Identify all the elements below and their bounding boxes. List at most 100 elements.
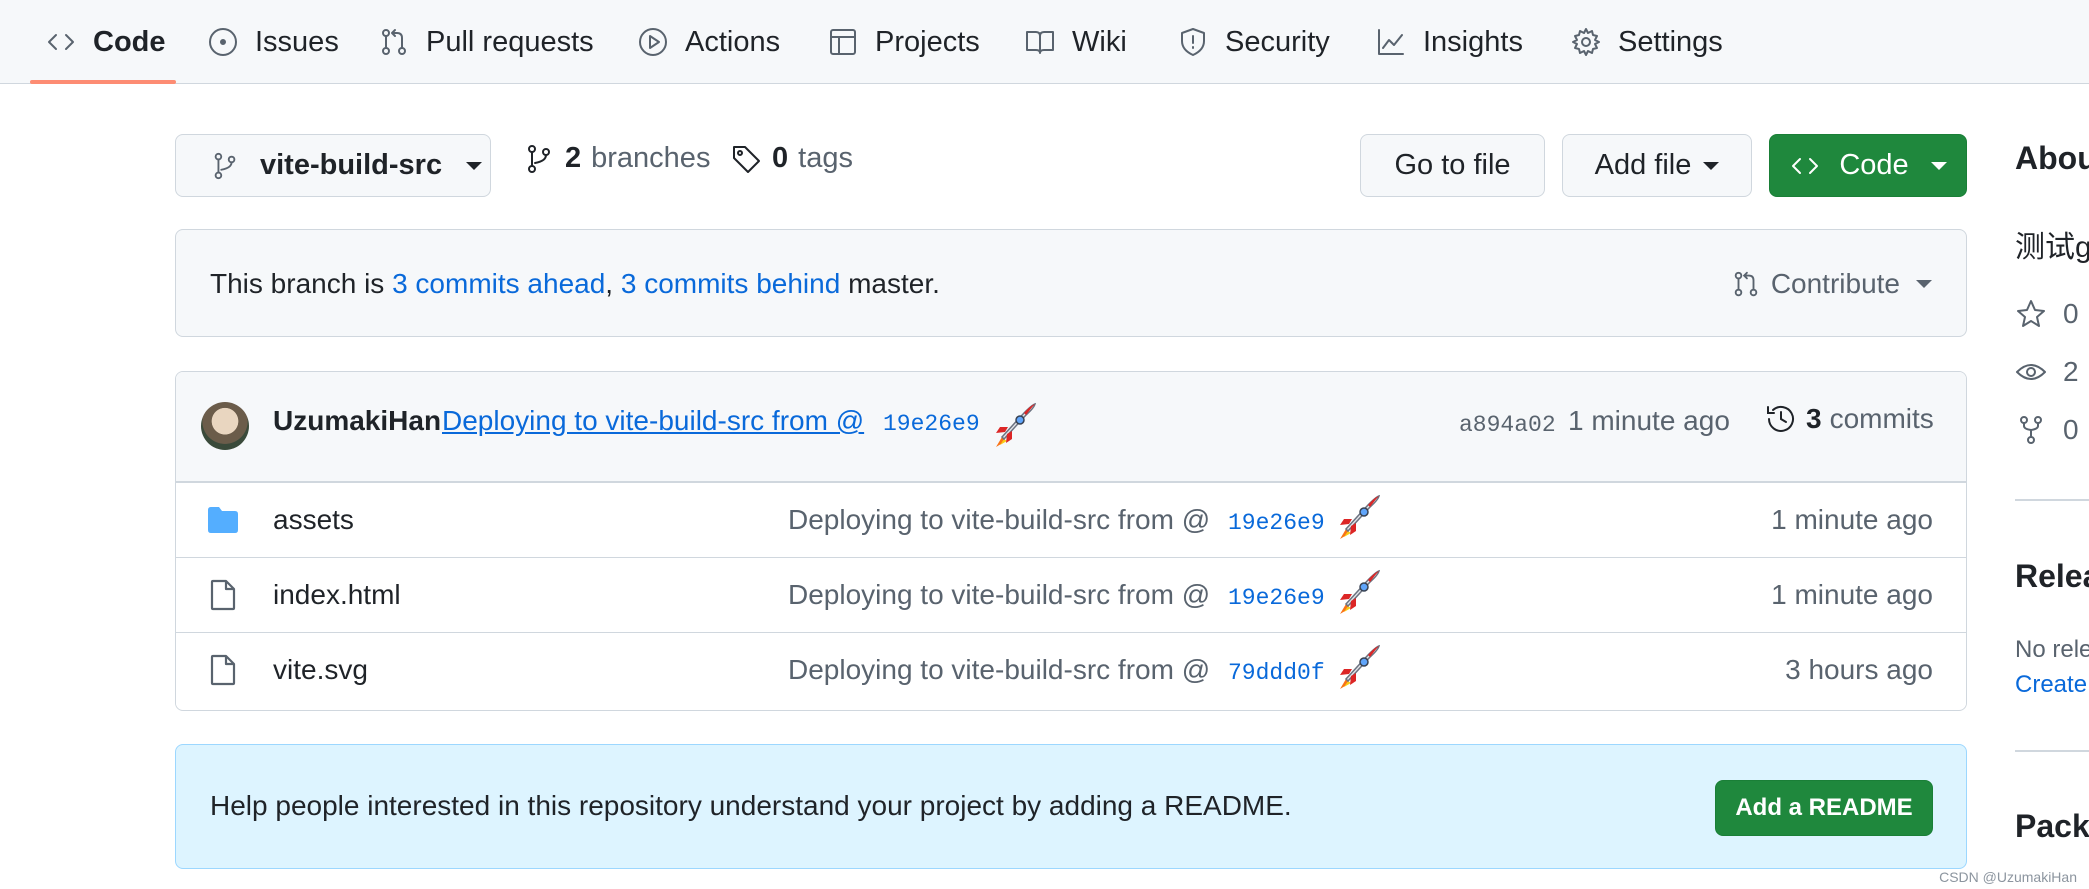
sidebar-divider <box>2015 499 2089 501</box>
stars-link[interactable]: 0 <box>2015 298 2079 330</box>
file-commit-message[interactable]: Deploying to vite-build-src from @ <box>788 579 1211 610</box>
tab-issues-label: Issues <box>255 25 339 58</box>
file-commit-time: 1 minute ago <box>1771 579 1933 610</box>
add-readme-button[interactable]: Add a README <box>1715 780 1933 836</box>
tags-link[interactable]: 0 tags <box>730 142 853 175</box>
commits-history-link[interactable]: 3 commits <box>1764 402 1934 436</box>
contribute-dropdown[interactable]: Contribute <box>1731 230 1932 338</box>
file-commit-message[interactable]: Deploying to vite-build-src from @ <box>788 504 1211 535</box>
stars-count: 0 <box>2063 298 2079 329</box>
git-branch-icon <box>528 144 550 173</box>
shield-icon <box>1181 28 1205 56</box>
file-name-link[interactable]: index.html <box>273 579 401 610</box>
tab-insights[interactable]: Insights <box>1375 0 1523 84</box>
commit-message-sha[interactable]: 19e26e9 <box>883 411 980 437</box>
rocket-emoji-icon <box>996 402 1037 447</box>
table-row[interactable]: index.html Deploying to vite-build-src f… <box>176 557 1966 632</box>
code-dropdown-button[interactable]: Code <box>1769 134 1967 197</box>
about-sidebar: Abou 测试g 0 2 0 Relea No rele Create Pack… <box>2015 0 2089 889</box>
create-release-link[interactable]: Create <box>2015 671 2088 698</box>
commit-time: 1 minute ago <box>1568 405 1730 436</box>
file-commit-time: 3 hours ago <box>1785 654 1933 685</box>
file-icon <box>210 579 236 611</box>
gear-icon <box>1572 28 1600 56</box>
tab-code-label: Code <box>93 25 166 58</box>
git-branch-icon <box>214 152 236 179</box>
file-table: UzumakiHan Deploying to vite-build-src f… <box>175 371 1967 711</box>
commit-message-link[interactable]: Deploying to vite-build-src from @ <box>442 405 865 436</box>
tab-projects-label: Projects <box>875 25 980 58</box>
add-file-button[interactable]: Add file <box>1562 134 1752 197</box>
readme-banner-text: Help people interested in this repositor… <box>210 790 1292 821</box>
about-heading: Abou <box>2015 140 2089 176</box>
file-commit-sha[interactable]: 79ddd0f <box>1228 660 1325 686</box>
chevron-down-icon <box>1930 161 1947 170</box>
tab-settings[interactable]: Settings <box>1570 0 1723 84</box>
watermark: CSDN @UzumakiHan <box>1939 869 2077 885</box>
tab-projects[interactable]: Projects <box>827 0 980 84</box>
branches-link[interactable]: 2 branches <box>523 142 710 175</box>
releases-heading[interactable]: Relea <box>2015 558 2089 594</box>
commits-ahead-link[interactable]: 3 commits ahead <box>392 268 606 299</box>
add-file-label: Add file <box>1594 149 1692 181</box>
table-row[interactable]: assets Deploying to vite-build-src from … <box>176 482 1966 557</box>
watchers-link[interactable]: 2 <box>2015 356 2079 388</box>
code-button-label: Code <box>1839 149 1909 181</box>
table-row[interactable]: vite.svg Deploying to vite-build-src fro… <box>176 632 1966 707</box>
commit-sha[interactable]: a894a02 <box>1459 412 1556 438</box>
repo-description: 测试g <box>2015 231 2089 264</box>
chevron-down-icon <box>1703 161 1720 170</box>
commits-behind-link[interactable]: 3 commits behind <box>620 268 841 299</box>
file-commit-message[interactable]: Deploying to vite-build-src from @ <box>788 654 1211 685</box>
file-name-link[interactable]: vite.svg <box>273 654 368 685</box>
branch-status-prefix: This branch is <box>210 268 393 299</box>
tab-wiki-label: Wiki <box>1072 25 1127 58</box>
tab-issues[interactable]: Issues <box>207 0 339 84</box>
branch-name: vite-build-src <box>260 149 443 181</box>
file-commit-sha[interactable]: 19e26e9 <box>1228 510 1325 536</box>
file-commit-sha[interactable]: 19e26e9 <box>1228 585 1325 611</box>
tab-security-label: Security <box>1225 25 1330 58</box>
star-icon <box>2017 300 2045 327</box>
packages-heading[interactable]: Packa <box>2015 808 2089 844</box>
history-icon <box>1767 405 1794 432</box>
git-pull-request-icon <box>382 29 406 55</box>
file-commit-time: 1 minute ago <box>1771 504 1933 535</box>
tab-wiki[interactable]: Wiki <box>1024 0 1127 84</box>
branch-status-suffix: master. <box>840 268 940 299</box>
add-readme-label: Add a README <box>1735 794 1913 821</box>
forks-link[interactable]: 0 <box>2015 414 2079 446</box>
tab-actions[interactable]: Actions <box>637 0 780 84</box>
rocket-emoji-icon <box>1340 494 1381 539</box>
file-icon <box>210 654 236 686</box>
tab-code[interactable]: Code <box>45 0 166 84</box>
eye-icon <box>2016 364 2046 380</box>
readme-banner: Help people interested in this repositor… <box>175 744 1967 869</box>
file-name-link[interactable]: assets <box>273 504 354 535</box>
tab-pull-requests[interactable]: Pull requests <box>378 0 594 84</box>
folder-icon <box>208 507 238 533</box>
commit-author[interactable]: UzumakiHan <box>273 405 442 436</box>
tab-security[interactable]: Security <box>1177 0 1330 84</box>
graph-icon <box>1378 29 1404 55</box>
commits-label: commits <box>1829 403 1934 434</box>
branches-label: branches <box>591 142 711 174</box>
tab-settings-label: Settings <box>1618 25 1723 58</box>
tab-actions-label: Actions <box>685 25 781 58</box>
active-tab-underline <box>30 80 176 84</box>
repo-nav: Code Issues Pull requests Actions Projec… <box>0 0 2089 84</box>
repo-forked-icon <box>2020 416 2042 444</box>
tab-pull-requests-label: Pull requests <box>426 25 594 58</box>
tags-count: 0 <box>772 142 789 174</box>
branch-select-button[interactable]: vite-build-src <box>175 134 491 197</box>
contribute-label: Contribute <box>1770 268 1900 299</box>
branch-status-separator: , <box>605 268 621 299</box>
git-pull-request-icon <box>1734 271 1758 297</box>
watchers-count: 2 <box>2063 356 2079 387</box>
sidebar-divider <box>2015 750 2089 752</box>
go-to-file-button[interactable]: Go to file <box>1360 134 1545 197</box>
avatar[interactable] <box>201 402 249 450</box>
no-releases-text: No rele <box>2015 636 2089 663</box>
branch-status-message: This branch is 3 commits ahead, 3 commit… <box>210 230 940 338</box>
tag-icon <box>733 145 760 173</box>
